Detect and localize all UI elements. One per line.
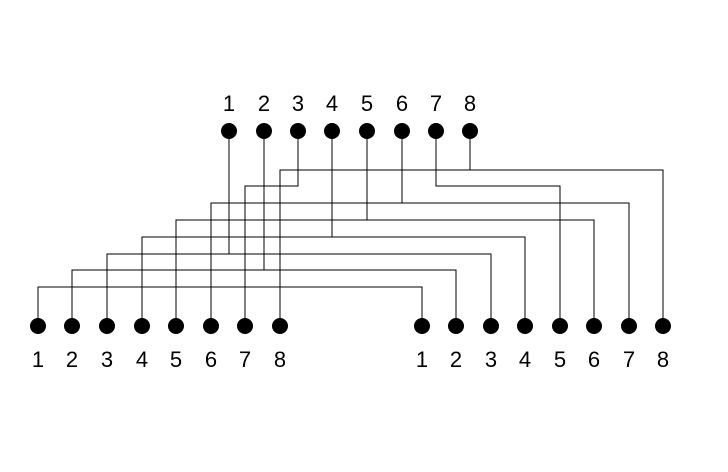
right-pin-label-2: 2	[450, 347, 462, 372]
left-pin-5	[168, 318, 184, 334]
left-pin-2	[64, 318, 80, 334]
left-pin-4	[134, 318, 150, 334]
top-pin-6	[394, 123, 410, 139]
wire-left3-right3	[106, 253, 492, 319]
right-pin-label-8: 8	[657, 347, 669, 372]
left-pin-1	[30, 318, 46, 334]
left-pin-8	[272, 318, 288, 334]
top-pin-label-4: 4	[326, 91, 338, 116]
wire-left2-right2	[71, 269, 457, 319]
left-pin-label-5: 5	[170, 347, 182, 372]
right-pin-5	[552, 318, 568, 334]
wire-top5	[366, 138, 595, 319]
top-pin-label-5: 5	[361, 91, 373, 116]
top-pin-label-3: 3	[292, 91, 304, 116]
left-pin-label-3: 3	[101, 347, 113, 372]
top-pin-1	[221, 123, 237, 139]
top-pin-label-2: 2	[258, 91, 270, 116]
left-pin-label-2: 2	[66, 347, 78, 372]
top-pin-3	[290, 123, 306, 139]
wire-top4	[331, 138, 526, 319]
top-pin-label-8: 8	[464, 91, 476, 116]
wire-top7	[435, 138, 561, 319]
wire-left6-branch	[210, 202, 402, 254]
top-pin-label-1: 1	[223, 91, 235, 116]
right-pin-label-7: 7	[623, 347, 635, 372]
right-pin-label-1: 1	[416, 347, 428, 372]
left-pin-7	[237, 318, 253, 334]
wire-top8	[469, 138, 664, 319]
top-pin-label-7: 7	[430, 91, 442, 116]
right-pin-8	[655, 318, 671, 334]
left-pin-label-6: 6	[205, 347, 217, 372]
wire-top1-left6	[210, 138, 230, 319]
top-pin-5	[359, 123, 375, 139]
right-pin-7	[621, 318, 637, 334]
right-pin-label-3: 3	[485, 347, 497, 372]
left-pin-6	[203, 318, 219, 334]
right-pin-label-5: 5	[554, 347, 566, 372]
right-pin-2	[448, 318, 464, 334]
left-pin-label-4: 4	[136, 347, 148, 372]
right-pin-3	[483, 318, 499, 334]
wire-left8-branch	[279, 169, 470, 186]
wire-top2-left7	[244, 138, 265, 319]
left-pin-label-1: 1	[32, 347, 44, 372]
top-pin-8	[462, 123, 478, 139]
wire-top3-left8	[279, 138, 299, 319]
right-pin-1	[414, 318, 430, 334]
left-pin-label-7: 7	[239, 347, 251, 372]
right-pin-label-6: 6	[588, 347, 600, 372]
left-pin-3	[99, 318, 115, 334]
right-pin-4	[517, 318, 533, 334]
right-pin-6	[586, 318, 602, 334]
wiring-lines	[37, 138, 664, 319]
wire-left7-branch	[244, 185, 280, 270]
wire-left1-right1	[37, 286, 423, 319]
top-pin-label-6: 6	[396, 91, 408, 116]
top-pin-7	[428, 123, 444, 139]
wire-left5	[175, 219, 367, 319]
wire-left4	[141, 236, 332, 319]
left-pin-label-8: 8	[274, 347, 286, 372]
right-pin-label-4: 4	[519, 347, 531, 372]
top-pin-2	[256, 123, 272, 139]
top-pin-4	[324, 123, 340, 139]
